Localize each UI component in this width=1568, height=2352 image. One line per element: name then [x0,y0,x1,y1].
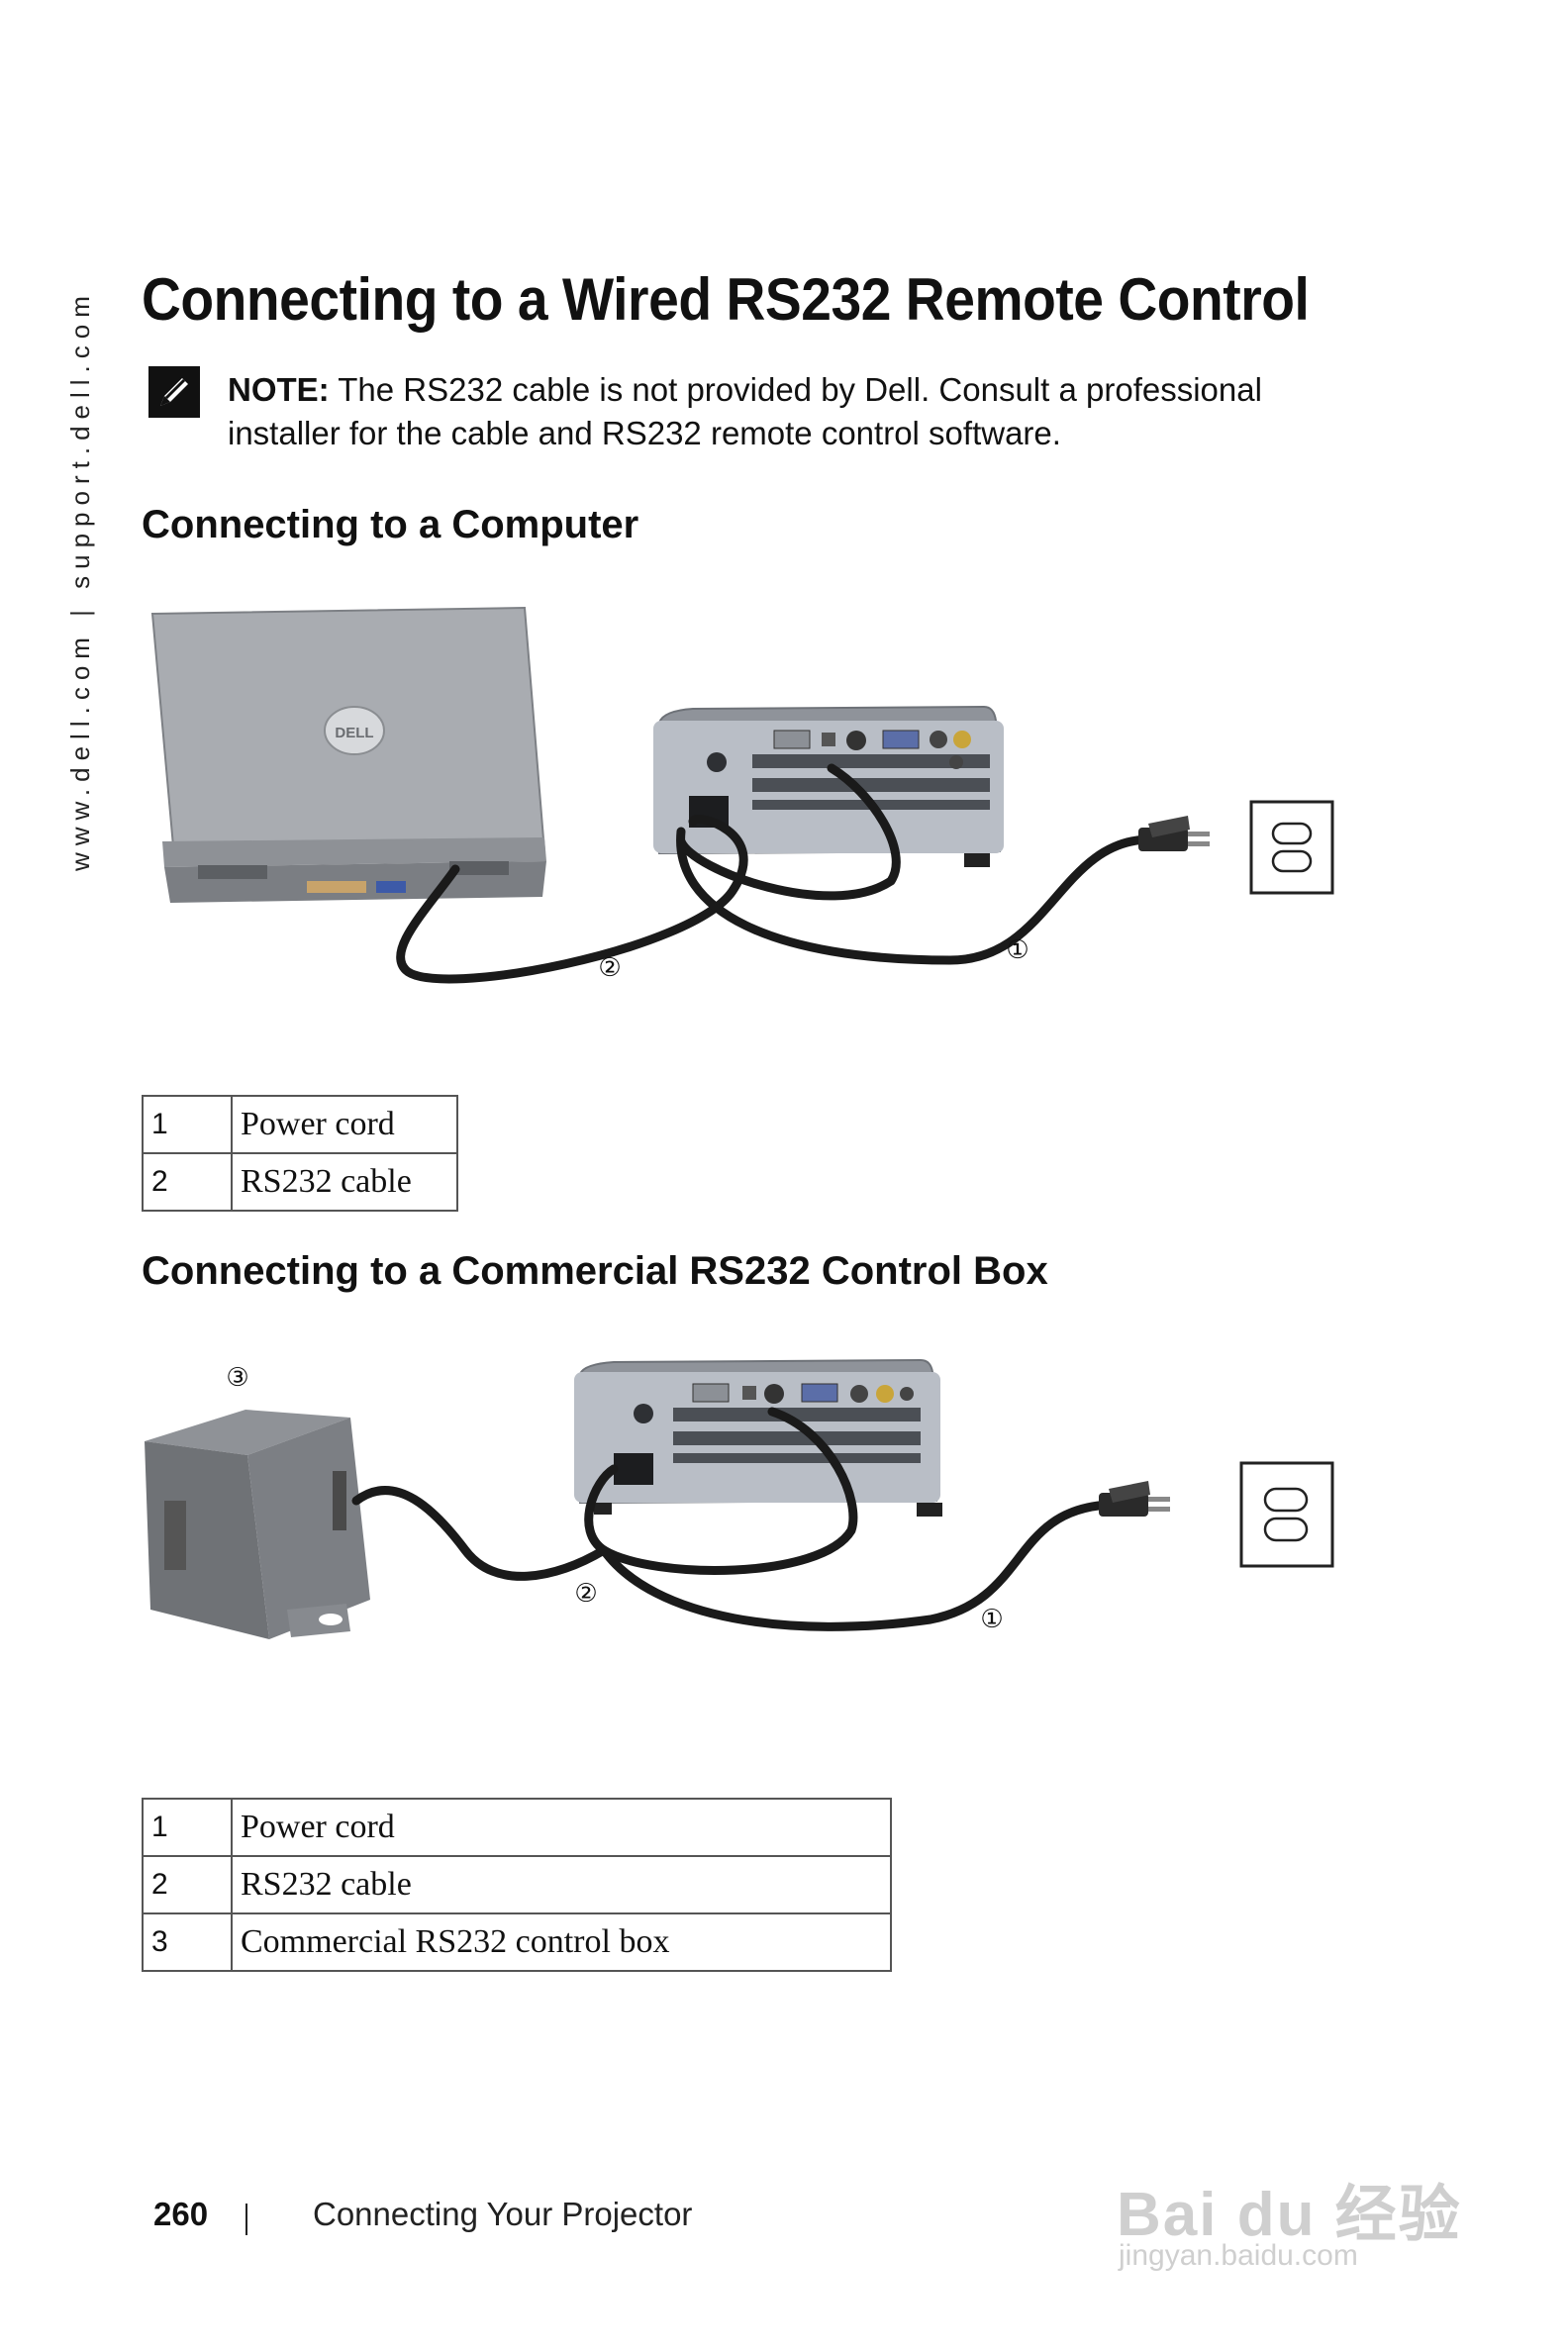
legend-label: Commercial RS232 control box [232,1913,891,1971]
legend-table-control-box: 1 Power cord 2 RS232 cable 3 Commercial … [142,1798,892,1972]
section-heading-control-box: Connecting to a Commercial RS232 Control… [142,1249,1048,1294]
figure-connecting-computer: DELL ② ① [139,594,1366,1010]
table-row: 2 RS232 cable [143,1856,891,1913]
page-number: 260 [153,2196,208,2233]
control-box-illustration [145,1410,370,1639]
laptop-illustration: DELL [152,608,546,903]
laptop-logo: DELL [335,725,373,741]
table-row: 3 Commercial RS232 control box [143,1913,891,1971]
legend-number: 2 [143,1856,232,1913]
wall-outlet-icon [1241,1463,1332,1566]
page-title: Connecting to a Wired RS232 Remote Contr… [142,265,1309,334]
callout-3: ③ [226,1363,248,1393]
legend-label: Power cord [232,1799,891,1856]
projector-illustration [653,707,1004,867]
note-block: NOTE: The RS232 cable is not provided by… [228,368,1376,455]
side-url-text: www.dell.com | support.dell.com [65,277,91,871]
table-row: 1 Power cord [143,1799,891,1856]
watermark-url: jingyan.baidu.com [1119,2239,1358,2273]
wall-outlet-icon [1251,802,1332,893]
legend-table-computer: 1 Power cord 2 RS232 cable [142,1095,458,1212]
callout-1: ① [980,1605,1003,1634]
legend-number: 3 [143,1913,232,1971]
power-plug-icon [1138,816,1210,851]
table-row: 1 Power cord [143,1096,457,1153]
section-heading-computer: Connecting to a Computer [142,503,638,547]
footer-divider [245,2204,247,2235]
callout-2: ② [598,953,621,983]
table-row: 2 RS232 cable [143,1153,457,1211]
note-label: NOTE: [228,371,330,408]
projector-illustration [574,1360,942,1517]
legend-label: Power cord [232,1096,457,1153]
legend-label: RS232 cable [232,1856,891,1913]
callout-2: ② [574,1579,597,1609]
note-pencil-icon [148,366,200,418]
callout-1: ① [1006,935,1029,965]
note-text: The RS232 cable is not provided by Dell.… [228,371,1262,451]
legend-number: 2 [143,1153,232,1211]
legend-label: RS232 cable [232,1153,457,1211]
footer-chapter-title: Connecting Your Projector [313,2196,692,2233]
legend-number: 1 [143,1096,232,1153]
legend-number: 1 [143,1799,232,1856]
power-plug-icon [1099,1481,1170,1517]
figure-connecting-control-box: ③ ② [139,1352,1366,1679]
